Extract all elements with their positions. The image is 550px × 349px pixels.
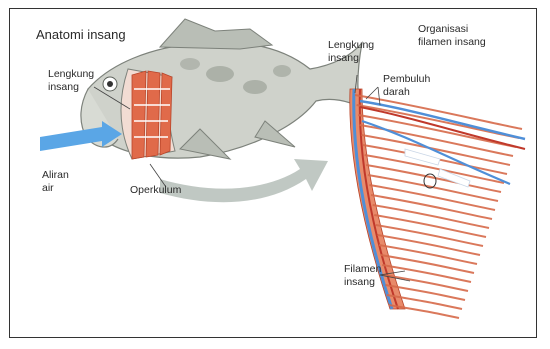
gill-arches (132, 71, 172, 159)
gill-filament (377, 235, 480, 255)
gill-filament (357, 105, 519, 138)
gill-filament (374, 215, 486, 237)
zoom-arrow (160, 159, 328, 202)
diagram-title: Anatomi insang (36, 27, 126, 43)
water-flow-arrow (40, 127, 102, 151)
gill-filament (379, 245, 477, 264)
label-operkulum: Operkulum (130, 184, 181, 197)
gill-anatomy-illustration (10, 9, 538, 339)
gill-filament (381, 255, 474, 273)
gill-filament (376, 225, 483, 246)
